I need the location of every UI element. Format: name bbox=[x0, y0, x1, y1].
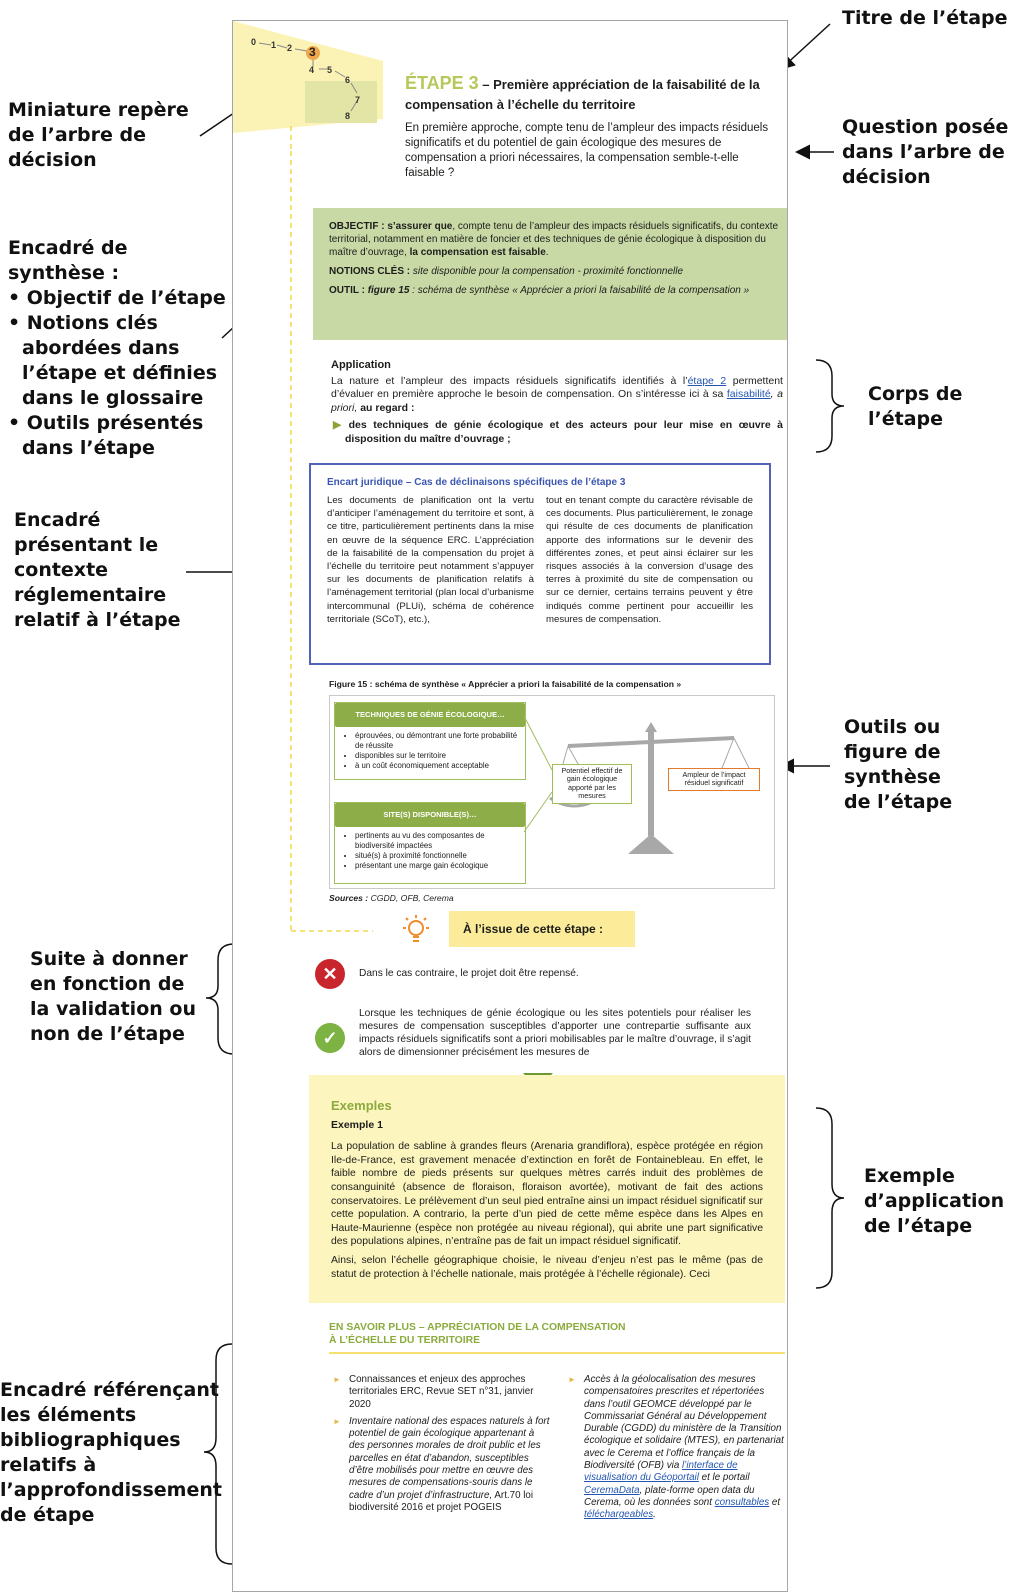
arrow-titre bbox=[779, 23, 831, 71]
mini-node: 8 bbox=[345, 111, 351, 121]
figure-caption: Figure 15 : schéma de synthèse « Appréci… bbox=[329, 679, 682, 689]
step-title-text: – Première appréciation de la faisabilit… bbox=[405, 77, 760, 112]
cross-icon: ✕ bbox=[315, 959, 345, 989]
legal-col-2: tout en tenant compte du caractère révis… bbox=[546, 495, 753, 625]
link-faisabilite[interactable]: faisabilité bbox=[726, 388, 771, 400]
sites-box: SITE(S) DISPONIBLE(S)… pertinents au vu … bbox=[334, 802, 526, 884]
mini-node: 2 bbox=[287, 43, 293, 53]
bracket-corps bbox=[815, 359, 845, 453]
step-question: En première approche, compte tenu de l’a… bbox=[405, 122, 769, 179]
link-geoportail[interactable]: l’interface de visualisation du Géoporta… bbox=[584, 1460, 738, 1484]
check-icon: ✓ bbox=[315, 1023, 345, 1053]
outcome-negative: Dans le cas contraire, le projet doit êt… bbox=[359, 968, 579, 979]
link-ceremadata[interactable]: CeremaData bbox=[584, 1484, 640, 1496]
legal-title: Encart juridique – Cas de déclinaisons s… bbox=[327, 477, 626, 488]
application-bullet: ▶des techniques de génie écologique et d… bbox=[333, 419, 783, 445]
mini-node: 5 bbox=[327, 65, 333, 75]
application-heading: Application bbox=[331, 359, 391, 371]
left-pan-label: Potentiel effectif de gain écologique ap… bbox=[552, 764, 632, 804]
triangle-bullet-icon: ► bbox=[333, 1416, 341, 1426]
step-title: ÉTAPE 3 – Première appréciation de la fa… bbox=[405, 73, 777, 115]
step-outcome-banner: À l’issue de cette étape : bbox=[449, 911, 635, 947]
triangle-bullet-icon: ► bbox=[568, 1375, 576, 1384]
link-etape-2[interactable]: étape 2 bbox=[687, 374, 727, 387]
document-page: 0 1 2 3 4 5 6 7 8 ÉTAPE 3 – Première app… bbox=[232, 20, 788, 1592]
legal-box: Encart juridique – Cas de déclinaisons s… bbox=[309, 463, 771, 665]
annotation-encadre-synthese: Encadré de synthèse : • Objectif de l’ét… bbox=[8, 237, 226, 459]
example-1-heading: Exemple 1 bbox=[331, 1118, 383, 1131]
mini-node: 4 bbox=[309, 65, 315, 75]
dashed-connector bbox=[290, 151, 373, 932]
triangle-bullet-icon: ▶ bbox=[333, 419, 345, 431]
right-pan-label: Ampleur de l’impact résiduel significati… bbox=[668, 768, 760, 791]
techniques-heading: TECHNIQUES DE GÉNIE ÉCOLOGIQUE… bbox=[335, 703, 525, 727]
mini-highlight-box bbox=[305, 81, 377, 123]
bracket-exemple bbox=[815, 1107, 845, 1289]
mini-node: 0 bbox=[251, 37, 257, 47]
tool: OUTIL : figure 15 : schéma de synthèse «… bbox=[329, 285, 750, 296]
example-1-text: La population de sabline à grandes fleur… bbox=[331, 1141, 763, 1248]
bracket-biblio bbox=[203, 1343, 233, 1565]
mini-node: 1 bbox=[271, 40, 277, 50]
examples-heading: Exemples bbox=[331, 1098, 392, 1113]
sites-heading: SITE(S) DISPONIBLE(S)… bbox=[335, 803, 525, 827]
reference-item: ►Accès à la géolocalisation des mesures … bbox=[568, 1374, 784, 1521]
reference-item: ►Inventaire national des espaces naturel… bbox=[333, 1415, 550, 1513]
mini-node: 7 bbox=[355, 95, 361, 105]
link-telechargeables[interactable]: téléchargeables bbox=[584, 1509, 654, 1521]
application-section: Application La nature et l’ampleur des i… bbox=[331, 359, 783, 445]
further-reading-title: EN SAVOIR PLUS – APPRÉCIATION DE LA COMP… bbox=[329, 1321, 785, 1354]
objective: OBJECTIF : s’assurer que, compte tenu de… bbox=[329, 221, 779, 258]
decision-tree-miniature: 0 1 2 3 4 5 6 7 8 bbox=[247, 37, 387, 139]
link-consultables[interactable]: consultables bbox=[714, 1496, 770, 1508]
mini-tree-lines bbox=[258, 42, 358, 112]
lightbulb-icon bbox=[403, 915, 429, 942]
outcome-positive: Lorsque les techniques de génie écologiq… bbox=[359, 1008, 751, 1058]
figure-sources: Sources : CGDD, OFB, Cerema bbox=[329, 893, 454, 903]
mini-node-current: 3 bbox=[309, 45, 316, 59]
annotation-titre: Titre de l’étape bbox=[842, 7, 1008, 29]
examples-box: Exemples Exemple 1 La population de sabl… bbox=[309, 1075, 785, 1303]
figure-15: TECHNIQUES DE GÉNIE ÉCOLOGIQUE… éprouvée… bbox=[329, 695, 775, 889]
synthesis-box: OBJECTIF : s’assurer que, compte tenu de… bbox=[313, 208, 787, 340]
further-reading: EN SAVOIR PLUS – APPRÉCIATION DE LA COMP… bbox=[329, 1321, 785, 1527]
legal-col-1: Les documents de planification ont la ve… bbox=[327, 495, 534, 625]
reference-item: ►Connaissances et enjeux des approches t… bbox=[333, 1374, 534, 1410]
techniques-box: TECHNIQUES DE GÉNIE ÉCOLOGIQUE… éprouvée… bbox=[334, 702, 526, 780]
triangle-bullet-icon: ► bbox=[333, 1375, 341, 1384]
step-number: ÉTAPE 3 bbox=[405, 73, 479, 93]
bracket-suite bbox=[205, 943, 235, 1055]
example-1-text-2: Ainsi, selon l’échelle géographique choi… bbox=[331, 1254, 763, 1280]
mini-node: 6 bbox=[345, 75, 351, 85]
key-notions: NOTIONS CLÉS : site disponible pour la c… bbox=[329, 266, 684, 277]
